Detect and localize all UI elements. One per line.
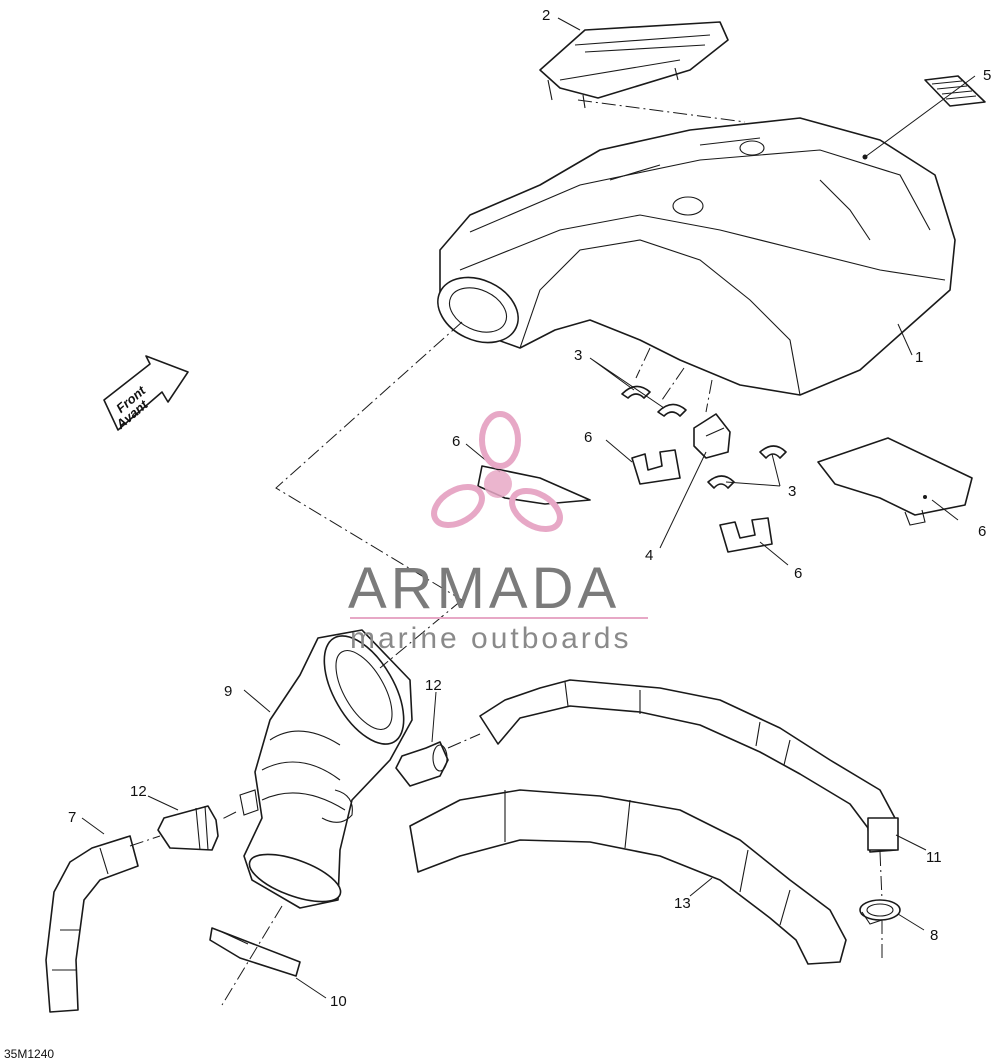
drawing-reference: 35M1240 — [4, 1047, 54, 1061]
callout-7: 7 — [68, 809, 76, 826]
callout-4: 4 — [645, 547, 653, 564]
callout-10: 10 — [330, 993, 347, 1010]
part-11-hose[interactable] — [479, 679, 899, 853]
callout-6-right: 6 — [978, 523, 986, 540]
callout-13: 13 — [674, 895, 691, 912]
watermark: ARMADA marine outboards — [348, 411, 648, 655]
part-7-hose[interactable] — [45, 835, 139, 1013]
callout-6-upper-clip: 6 — [584, 429, 592, 446]
part-12-fitting-right[interactable] — [395, 741, 449, 787]
callout-11: 11 — [926, 849, 942, 866]
watermark-title: ARMADA — [348, 556, 620, 621]
callout-6-lower-clip: 6 — [794, 565, 802, 582]
callout-5: 5 — [983, 67, 991, 84]
part-6-plate-right[interactable] — [817, 437, 973, 526]
callout-3-lower: 3 — [788, 483, 796, 500]
watermark-subtitle: marine outboards — [350, 622, 631, 655]
callouts: 2 5 1 3 3 4 6 6 6 6 9 12 12 7 11 13 8 10 — [68, 7, 991, 1010]
part-1-air-silencer[interactable] — [427, 117, 956, 396]
callout-9: 9 — [224, 683, 232, 700]
part-6-clip-upper[interactable] — [631, 449, 681, 485]
callout-6-center: 6 — [452, 433, 460, 450]
part-2-cover[interactable] — [539, 21, 729, 109]
part-13-hose[interactable] — [409, 789, 847, 965]
part-3-clip-b[interactable] — [657, 403, 687, 417]
propeller-logo — [431, 411, 563, 532]
callout-3-upper: 3 — [574, 347, 582, 364]
front-direction-arrow: Front Avant — [103, 355, 189, 432]
part-6-clip-lower[interactable] — [719, 517, 773, 553]
part-8-clamp[interactable] — [859, 899, 901, 925]
part-3-clip-d[interactable] — [707, 475, 735, 489]
part-4-grommet[interactable] — [693, 413, 731, 459]
part-12-fitting-left[interactable] — [157, 805, 219, 851]
leader-lines — [81, 17, 976, 999]
callout-1: 1 — [915, 349, 923, 366]
part-9-adapter[interactable] — [239, 623, 420, 911]
callout-8: 8 — [930, 927, 938, 944]
alignment-lines — [129, 99, 883, 1006]
callout-12-right: 12 — [425, 677, 442, 694]
callout-2: 2 — [542, 7, 550, 24]
part-10-clamp[interactable] — [209, 927, 301, 977]
callout-12-left: 12 — [130, 783, 147, 800]
part-3-clip-c[interactable] — [759, 445, 787, 459]
